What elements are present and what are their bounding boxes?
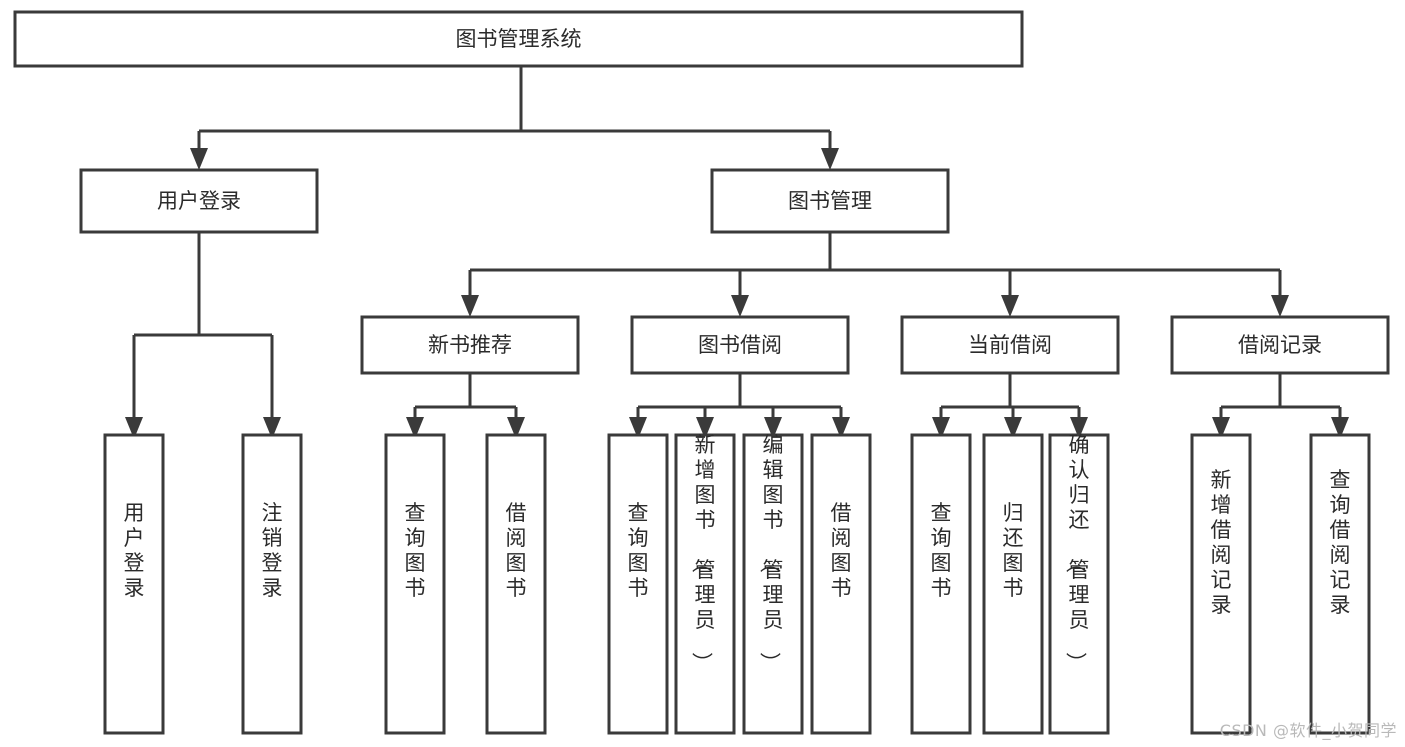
leaf-box[interactable] bbox=[982, 433, 1044, 735]
leaf-node-leaf-query-book-1[interactable]: 查询图书 bbox=[384, 433, 446, 735]
leaf-label: 查询图书 bbox=[405, 501, 426, 600]
leaf-node-leaf-query-book-3[interactable]: 查询图书 bbox=[910, 433, 972, 735]
level3-node-label: 新书推荐 bbox=[428, 333, 512, 357]
arrow-to-leaf-query-book-1 bbox=[406, 417, 424, 439]
leaf-node-leaf-user-login[interactable]: 用户登录 bbox=[103, 433, 165, 735]
level2-node-label: 图书管理 bbox=[788, 189, 872, 213]
leaf-label: 注销登录 bbox=[262, 501, 283, 600]
arrow-to-user-login bbox=[190, 148, 208, 170]
level3-node-label: 借阅记录 bbox=[1238, 333, 1322, 357]
leaf-box[interactable] bbox=[607, 433, 669, 735]
leaf-label: 查询借阅记录 bbox=[1330, 468, 1351, 617]
level2-node-box[interactable] bbox=[79, 168, 319, 234]
level3-node-box[interactable] bbox=[360, 315, 580, 375]
arrow-to-leaf-add-book bbox=[696, 417, 714, 439]
arrow-to-new-book-recommend bbox=[461, 295, 479, 317]
leaf-label: 借阅图书 bbox=[506, 501, 527, 600]
root-node-label: 图书管理系统 bbox=[456, 27, 582, 51]
arrow-to-leaf-confirm-return bbox=[1070, 417, 1088, 439]
leaf-node-leaf-borrow-book-1[interactable]: 借阅图书 bbox=[485, 433, 547, 735]
arrow-to-leaf-edit-book bbox=[764, 417, 782, 439]
leaf-box[interactable] bbox=[674, 433, 736, 735]
leaf-label: 用户登录 bbox=[124, 501, 145, 600]
leaf-label: 确认归还（管理员） bbox=[1064, 433, 1090, 673]
level3-node-current-borrow[interactable]: 当前借阅 bbox=[900, 315, 1120, 375]
arrow-to-leaf-borrow-book-2 bbox=[832, 417, 850, 439]
leaf-node-leaf-confirm-return[interactable]: 确认归还（管理员） bbox=[1048, 433, 1110, 735]
level2-node-label: 用户登录 bbox=[157, 189, 241, 213]
leaf-node-leaf-borrow-book-2[interactable]: 借阅图书 bbox=[810, 433, 872, 735]
arrow-to-leaf-user-login bbox=[125, 417, 143, 439]
leaf-node-leaf-query-record[interactable]: 查询借阅记录 bbox=[1309, 433, 1371, 735]
leaf-label: 新增借阅记录 bbox=[1211, 468, 1232, 617]
leaf-box[interactable] bbox=[384, 433, 446, 735]
leaf-box[interactable] bbox=[810, 433, 872, 735]
leaf-label: 归还图书 bbox=[1003, 501, 1024, 600]
level3-node-label: 当前借阅 bbox=[968, 333, 1052, 357]
arrow-to-leaf-add-record bbox=[1212, 417, 1230, 439]
leaf-label: 查询图书 bbox=[628, 501, 649, 600]
arrow-to-leaf-query-book-2 bbox=[629, 417, 647, 439]
arrow-to-leaf-query-book-3 bbox=[932, 417, 950, 439]
level3-node-box[interactable] bbox=[900, 315, 1120, 375]
arrow-to-leaf-return-book bbox=[1004, 417, 1022, 439]
arrow-to-leaf-query-record bbox=[1331, 417, 1349, 439]
leaf-box[interactable] bbox=[241, 433, 303, 735]
leaf-node-leaf-add-book[interactable]: 新增图书（管理员） bbox=[674, 433, 736, 735]
leaf-box[interactable] bbox=[1048, 433, 1110, 735]
leaf-box[interactable] bbox=[742, 433, 804, 735]
leaf-label: 新增图书（管理员） bbox=[690, 433, 716, 673]
level3-node-new-book-recommend[interactable]: 新书推荐 bbox=[360, 315, 580, 375]
level3-node-box[interactable] bbox=[1170, 315, 1390, 375]
arrow-to-borrow-record bbox=[1271, 295, 1289, 317]
level2-node-box[interactable] bbox=[710, 168, 950, 234]
level3-node-label: 图书借阅 bbox=[698, 333, 782, 357]
level3-node-borrow-record[interactable]: 借阅记录 bbox=[1170, 315, 1390, 375]
arrow-to-book-manage bbox=[821, 148, 839, 170]
level3-node-box[interactable] bbox=[630, 315, 850, 375]
arrow-to-leaf-user-logout bbox=[263, 417, 281, 439]
arrow-to-current-borrow bbox=[1001, 295, 1019, 317]
leaf-box[interactable] bbox=[1190, 433, 1252, 735]
leaf-box[interactable] bbox=[103, 433, 165, 735]
csdn-watermark: CSDN @软件_小贺同学 bbox=[1219, 721, 1397, 740]
leaf-node-leaf-user-logout[interactable]: 注销登录 bbox=[241, 433, 303, 735]
leaf-box[interactable] bbox=[910, 433, 972, 735]
nodes-layer: 图书管理系统用户登录图书管理新书推荐图书借阅当前借阅借阅记录用户登录注销登录查询… bbox=[13, 10, 1390, 735]
root-node-box[interactable] bbox=[13, 10, 1024, 68]
leaf-node-leaf-query-book-2[interactable]: 查询图书 bbox=[607, 433, 669, 735]
leaf-node-leaf-edit-book[interactable]: 编辑图书（管理员） bbox=[742, 433, 804, 735]
leaf-node-leaf-return-book[interactable]: 归还图书 bbox=[982, 433, 1044, 735]
level2-node-user-login[interactable]: 用户登录 bbox=[79, 168, 319, 234]
leaf-box[interactable] bbox=[485, 433, 547, 735]
arrow-to-book-borrow bbox=[731, 295, 749, 317]
leaf-label: 编辑图书（管理员） bbox=[758, 433, 784, 673]
level2-node-book-manage[interactable]: 图书管理 bbox=[710, 168, 950, 234]
arrow-to-leaf-borrow-book-1 bbox=[507, 417, 525, 439]
connectors-layer bbox=[125, 66, 1349, 439]
level3-node-book-borrow[interactable]: 图书借阅 bbox=[630, 315, 850, 375]
leaf-label: 借阅图书 bbox=[831, 501, 852, 600]
leaf-box[interactable] bbox=[1309, 433, 1371, 735]
root-node-undefined[interactable]: 图书管理系统 bbox=[13, 10, 1024, 68]
leaf-node-leaf-add-record[interactable]: 新增借阅记录 bbox=[1190, 433, 1252, 735]
leaf-label: 查询图书 bbox=[931, 501, 952, 600]
